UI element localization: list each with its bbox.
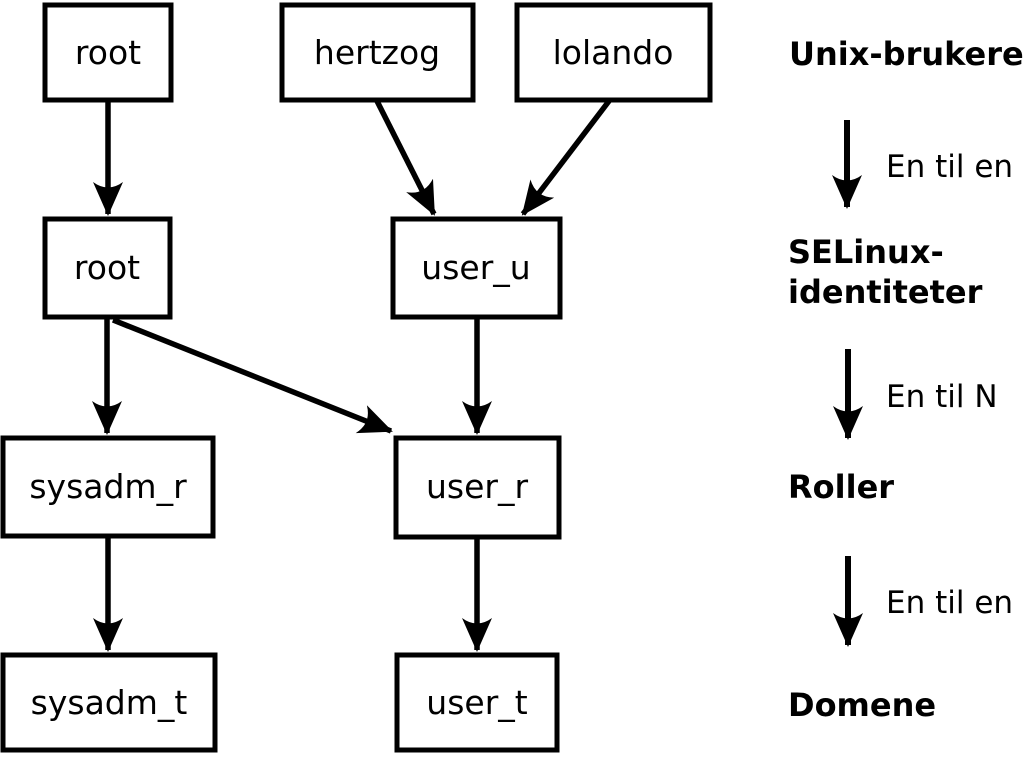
node-domain-user-t-label: user_t bbox=[426, 683, 527, 722]
legend-mapping-1-label: En til en bbox=[886, 149, 1013, 185]
node-domain-user-t-box bbox=[394, 652, 560, 753]
node-role-sysadm-r: sysadm_r bbox=[0, 435, 216, 539]
node-role-user-r-label: user_r bbox=[426, 467, 528, 506]
node-role-user-r-box bbox=[393, 435, 562, 540]
node-unix-lolando-label: lolando bbox=[553, 33, 674, 72]
legend-level-unix-users: Unix-brukere bbox=[789, 35, 1024, 73]
node-role-sysadm-r-box bbox=[0, 435, 216, 539]
diagram-edges bbox=[92, 99, 612, 652]
node-unix-root: root bbox=[42, 2, 174, 103]
node-unix-lolando: lolando bbox=[514, 2, 713, 103]
node-unix-lolando-box bbox=[514, 2, 713, 103]
node-domain-sysadm-t: sysadm_t bbox=[0, 652, 218, 753]
edge-selinux-root-to-user-r-arrow bbox=[111, 317, 393, 434]
legend-level-selinux-identities-line1: SELinux- bbox=[788, 233, 944, 271]
diagram-nodes: root hertzog lolando root user_u sysadm_… bbox=[0, 2, 713, 753]
legend-mapping-2-label: En til N bbox=[886, 379, 998, 415]
legend: Unix-brukere En til en SELinux- identite… bbox=[788, 35, 1024, 724]
node-unix-root-label: root bbox=[75, 33, 141, 72]
legend-level-selinux-identities-line2: identiteter bbox=[788, 273, 983, 311]
node-domain-sysadm-t-box bbox=[0, 652, 218, 753]
node-domain-user-t: user_t bbox=[394, 652, 560, 753]
node-role-user-r: user_r bbox=[393, 435, 562, 540]
edge-hertzog-to-user-u-arrow bbox=[374, 99, 437, 216]
node-unix-hertzog: hertzog bbox=[279, 2, 476, 103]
legend-mapping-3-label: En til en bbox=[886, 585, 1013, 621]
edge-lolando-to-user-u-arrow bbox=[520, 99, 612, 216]
node-selinux-user-u: user_u bbox=[390, 216, 563, 320]
node-domain-sysadm-t-label: sysadm_t bbox=[31, 683, 188, 722]
node-selinux-root-label: root bbox=[74, 248, 140, 287]
legend-level-domains: Domene bbox=[788, 686, 936, 724]
node-selinux-root: root bbox=[42, 216, 173, 320]
node-unix-root-box bbox=[42, 2, 174, 103]
node-unix-hertzog-label: hertzog bbox=[314, 33, 440, 72]
node-selinux-user-u-label: user_u bbox=[421, 248, 530, 287]
node-unix-hertzog-box bbox=[279, 2, 476, 103]
node-selinux-root-box bbox=[42, 216, 173, 320]
node-role-sysadm-r-label: sysadm_r bbox=[29, 467, 187, 506]
node-selinux-user-u-box bbox=[390, 216, 563, 320]
legend-level-roles: Roller bbox=[788, 468, 894, 506]
